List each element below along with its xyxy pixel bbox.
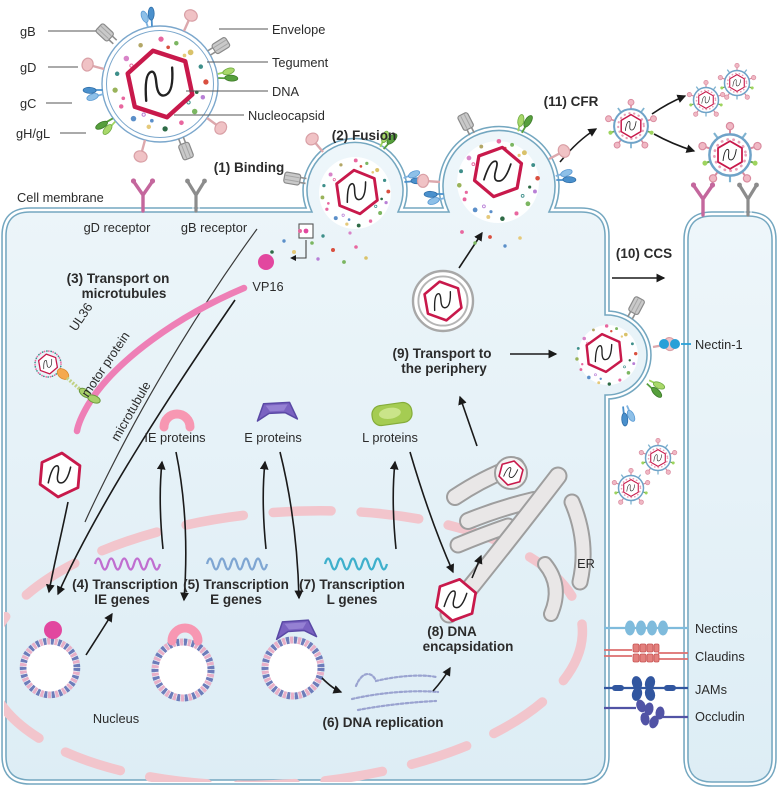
label-step6: (6) DNA replication xyxy=(322,715,443,730)
label-gd: gD xyxy=(20,60,36,75)
label-ghgl: gH/gL xyxy=(16,126,50,141)
mrna-l xyxy=(323,557,389,571)
label-gb-receptor: gB receptor xyxy=(181,220,248,235)
label-gb: gB xyxy=(20,24,36,39)
fusion-site-2 xyxy=(415,109,578,223)
legend-lines xyxy=(46,28,268,134)
junction-nectins xyxy=(604,620,688,636)
tegument-dust xyxy=(270,229,522,264)
label-vp16: VP16 xyxy=(252,279,283,294)
vp16-on-episome xyxy=(44,621,62,639)
arrow-mrna-e-up xyxy=(259,460,269,550)
label-step4-line2: IE genes xyxy=(94,592,150,607)
label-l-proteins: L proteins xyxy=(362,430,418,445)
label-step1-binding: (1) Binding xyxy=(214,160,285,175)
label-cell-membrane: Cell membrane xyxy=(17,190,104,205)
label-step7-line1: (7) Transcription xyxy=(299,577,405,592)
enveloped-virion-periphery xyxy=(413,271,473,331)
label-occludin: Occludin xyxy=(695,709,745,724)
left-cell xyxy=(1,125,652,785)
arrow-ep3-to-replication xyxy=(321,677,343,694)
budding-virion-ccs xyxy=(574,295,670,429)
label-step11-cfr: (11) CFR xyxy=(544,94,599,109)
arrow-ie-to-ep2 xyxy=(175,451,189,602)
motor-complex xyxy=(34,350,101,404)
label-step9-line1: (9) Transport to xyxy=(392,346,491,361)
junction-occludin xyxy=(604,699,688,729)
label-tegument: Tegument xyxy=(272,55,329,70)
fusion-site-1 xyxy=(282,126,426,229)
arrow-to-nucleus-2 xyxy=(45,501,69,594)
nectin1-assembly xyxy=(650,335,691,355)
arrow-l-down xyxy=(409,451,454,574)
label-step7-line2: L genes xyxy=(327,592,378,607)
label-dna: DNA xyxy=(272,84,299,99)
label-nectins: Nectins xyxy=(695,621,738,636)
left-cell-membrane-gap xyxy=(2,127,651,784)
label-step8-line1: (8) DNA xyxy=(427,624,477,639)
arrow-e-to-ep3 xyxy=(279,451,304,600)
right-cell-membrane xyxy=(683,211,777,787)
label-step3-line1: (3) Transport on xyxy=(67,271,170,286)
arrow-mrna-ie-up xyxy=(156,460,166,550)
vp16-callout xyxy=(290,223,314,262)
label-gc: gC xyxy=(20,96,36,111)
label-envelope: Envelope xyxy=(272,22,325,37)
right-cell xyxy=(683,211,777,787)
label-nucleocapsid: Nucleocapsid xyxy=(248,108,325,123)
label-nucleus: Nucleus xyxy=(93,711,139,726)
mrna-ie xyxy=(93,557,162,571)
microtubule-pink xyxy=(73,284,248,435)
junction-jams xyxy=(604,676,688,701)
arrow-cfr-2 xyxy=(653,133,696,153)
label-nectin1: Nectin-1 xyxy=(695,337,743,352)
mrna-e xyxy=(205,557,269,571)
label-step8-line2: encapsidation xyxy=(423,639,514,654)
label-step5-line2: E genes xyxy=(210,592,262,607)
virion-diagram xyxy=(79,5,240,165)
er xyxy=(439,456,592,624)
arrow-replication-to-encapsidation xyxy=(432,666,451,692)
label-gd-receptor: gD receptor xyxy=(84,220,152,235)
episome-ie xyxy=(23,621,77,695)
vp16-dot xyxy=(258,254,274,270)
arrow-capsid-to-er xyxy=(471,554,483,579)
dna-concatemer xyxy=(350,673,440,712)
nucleus-envelope-ring xyxy=(4,505,588,783)
arrow-mrna-l-up xyxy=(389,460,399,550)
arrow-ep1-to-t4 xyxy=(85,612,113,656)
label-step4-line1: (4) Transcription xyxy=(72,577,178,592)
arrow-release-cfr xyxy=(559,128,598,163)
label-jams: JAMs xyxy=(695,682,727,697)
label-step2-fusion: (2) Fusion xyxy=(332,128,397,143)
label-ie-proteins: IE proteins xyxy=(144,430,205,445)
microtubule-line xyxy=(84,228,258,523)
arrow-virion-to-membrane xyxy=(458,231,483,269)
label-er: ER xyxy=(577,556,595,571)
label-step3-line2: microtubules xyxy=(82,286,167,301)
arrows xyxy=(45,94,696,694)
arrow-er-to-periphery xyxy=(458,395,478,447)
junction-claudins xyxy=(604,643,688,663)
arrow-to-nucleus-1 xyxy=(57,299,236,596)
nucleus-envelope xyxy=(4,505,588,783)
label-claudins: Claudins xyxy=(695,649,745,664)
label-step5-line1: (5) Transcription xyxy=(183,577,289,592)
label-e-proteins: E proteins xyxy=(244,430,302,445)
arrow-cfr-1 xyxy=(651,94,687,115)
label-step9-line2: the periphery xyxy=(401,361,487,376)
label-step10-ccs: (10) CCS xyxy=(616,246,672,261)
